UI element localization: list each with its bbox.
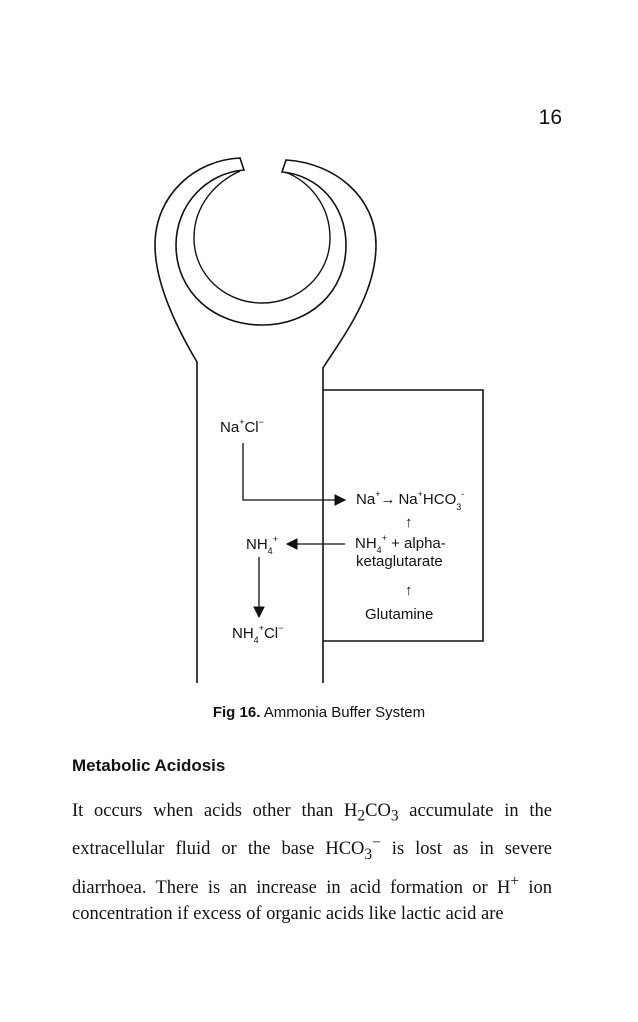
- up-arrow-1: ↑: [405, 514, 413, 531]
- tubule-outline: [154, 157, 377, 683]
- arrow-na-into-cell: [242, 443, 347, 506]
- figure-caption: Fig 16. Ammonia Buffer System: [0, 704, 638, 721]
- label-ketaglutarate: ketaglutarate: [356, 553, 443, 570]
- label-na-cl: Na+Cl−: [220, 417, 264, 436]
- up-arrow-2: ↑: [405, 582, 413, 599]
- ammonia-buffer-diagram: Na+Cl− Na+→Na+HCO3- ↑ NH4+ + alpha- keta…: [154, 157, 484, 683]
- section-heading: Metabolic Acidosis: [72, 756, 226, 775]
- label-nh4-alpha: NH4+ + alpha-: [355, 533, 446, 555]
- glomerulus-circle: [193, 170, 331, 304]
- body-paragraph: It occurs when acids other than H2CO3 ac…: [72, 801, 553, 925]
- label-nh4cl: NH4+Cl−: [232, 623, 283, 645]
- figure-title: Ammonia Buffer System: [260, 704, 426, 721]
- tubule-cell-box: [323, 389, 484, 642]
- page-number: 16: [538, 106, 562, 129]
- label-na-hco3: Na+→Na+HCO3-: [356, 489, 464, 512]
- label-glutamine: Glutamine: [365, 606, 433, 623]
- figure-label: Fig 16.: [212, 704, 261, 721]
- label-nh4-lumen: NH4+: [246, 534, 278, 556]
